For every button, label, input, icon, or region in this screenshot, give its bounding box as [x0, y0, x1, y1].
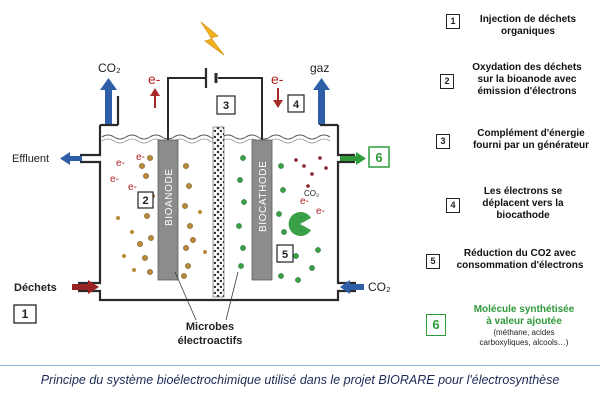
legend-number-5: 5	[426, 254, 440, 269]
electron-left: e-	[148, 71, 161, 87]
legend-item-3: 3 Complément d'énergie fourni par un gén…	[436, 128, 600, 152]
legend-text-4: Les électrons se déplacent vers la bioca…	[482, 186, 564, 221]
co2-outlet-arrow	[100, 78, 117, 124]
diagram-number-5: 5	[276, 244, 294, 263]
cathode-electrons: e- e-	[300, 196, 325, 217]
waste-inlet-arrow	[72, 280, 99, 294]
svg-text:e-: e-	[136, 152, 145, 163]
legend-text-5: Réduction du CO2 avec consommation d'éle…	[456, 248, 584, 271]
legend-number-3: 3	[436, 134, 450, 149]
diagram-number-4: 4	[287, 94, 305, 113]
lightning-icon	[200, 21, 225, 56]
svg-text:e-: e-	[116, 158, 125, 169]
legend-number-2: 2	[440, 74, 454, 89]
biocathode-label: BIOCATHODE	[258, 161, 269, 232]
svg-text:6: 6	[375, 150, 382, 165]
legend-number-6: 6	[426, 314, 446, 336]
legend-text-6: Molécule synthétisée à valeur ajoutée (m…	[473, 304, 575, 347]
effluent-label: Effluent	[12, 153, 49, 165]
legend-text-3: Complément d'énergie fourni par un génér…	[472, 128, 590, 151]
electron-down-arrow	[273, 88, 283, 108]
effluent-arrow	[60, 152, 82, 165]
svg-text:e-: e-	[128, 182, 137, 193]
electron-right: e-	[271, 71, 284, 87]
svg-text:3: 3	[223, 100, 229, 112]
co2-small-label: CO₂	[304, 189, 319, 198]
diagram-number-3: 3	[216, 95, 236, 115]
waste-label: Déchets	[14, 282, 57, 294]
legend-item-6: 6 Molécule synthétisée à valeur ajoutée …	[426, 304, 594, 348]
product-molecules	[294, 156, 328, 188]
svg-text:e-: e-	[316, 206, 325, 217]
legend-item-1: 1 Injection de déchets organiques	[446, 14, 588, 38]
microbes-pointer-lines	[174, 271, 239, 321]
co2-inlet-label: CO₂	[368, 280, 391, 294]
cathode-bacteria	[236, 155, 321, 283]
legend-number-1: 1	[446, 14, 460, 29]
legend-text-2: Oxydation des déchets sur la bioanode av…	[472, 62, 582, 97]
svg-text:2: 2	[142, 195, 148, 207]
svg-text:e-: e-	[300, 196, 309, 207]
separator-membrane	[212, 126, 225, 298]
co2-outlet-label: CO₂	[98, 61, 121, 75]
waste-particles	[116, 210, 207, 272]
external-circuit	[167, 77, 263, 140]
biocathode	[251, 139, 273, 281]
microbes-label-line1: Microbes	[186, 321, 234, 333]
svg-text:e-: e-	[110, 174, 119, 185]
caption-divider	[0, 365, 600, 366]
legend-item-4: 4 Les électrons se déplacent vers la bio…	[446, 186, 578, 222]
product-outlet-arrow	[340, 152, 366, 165]
microbes-label-line2: électroactifs	[178, 335, 243, 347]
gas-outlet-label: gaz	[310, 61, 329, 75]
bioanode-label: BIOANODE	[164, 168, 175, 226]
diagram-number-1: 1	[13, 304, 37, 324]
battery-icon	[204, 68, 218, 88]
figure-caption: Principe du système bioélectrochimique u…	[40, 373, 560, 387]
bioanode	[157, 139, 179, 281]
diagram-number-6: 6	[368, 146, 390, 168]
legend-text-1: Injection de déchets organiques	[479, 14, 577, 37]
gas-outlet-arrow	[313, 78, 330, 124]
anode-electrons: e- e- e- e-	[110, 152, 145, 193]
electron-up-arrow	[150, 88, 160, 108]
legend-item-5: 5 Réduction du CO2 avec consommation d'é…	[426, 248, 594, 272]
co2-inlet-arrow	[340, 280, 364, 294]
legend-item-2: 2 Oxydation des déchets sur la bioanode …	[440, 62, 592, 98]
svg-text:4: 4	[293, 99, 300, 111]
legend-number-4: 4	[446, 198, 460, 213]
diagram-number-2: 2	[137, 191, 154, 209]
co2-consumer-icon	[288, 212, 311, 236]
svg-text:5: 5	[282, 249, 288, 261]
svg-text:1: 1	[22, 307, 29, 321]
